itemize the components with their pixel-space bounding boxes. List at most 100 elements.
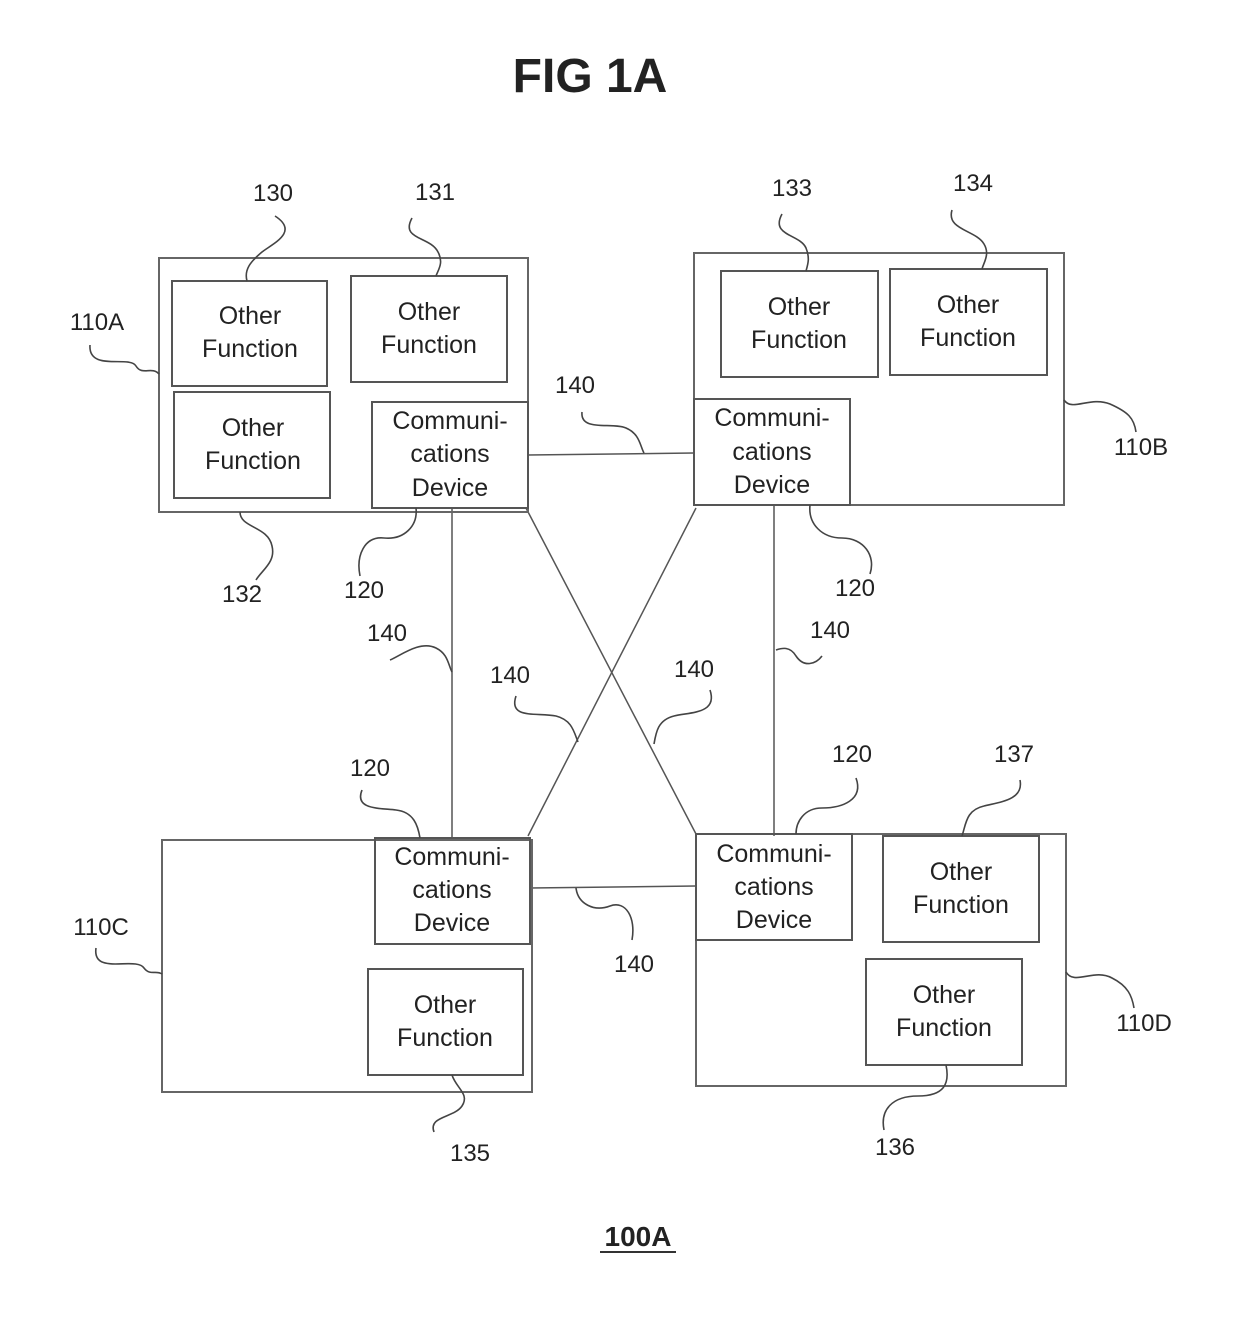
svg-text:OtherFunction: OtherFunction — [913, 858, 1009, 919]
ref-label: 120 — [350, 755, 390, 782]
svg-text:OtherFunction: OtherFunction — [920, 291, 1016, 352]
ref-label: 130 — [253, 180, 293, 207]
ref-label: 110D — [1116, 1010, 1172, 1037]
other-function-box-134: OtherFunction — [890, 269, 1047, 375]
box-label-line: Other — [930, 858, 993, 886]
figure-caption: 100A — [605, 1221, 672, 1252]
leader-line — [582, 412, 644, 453]
svg-text:OtherFunction: OtherFunction — [397, 991, 493, 1052]
other-function-box-135: OtherFunction — [368, 969, 523, 1075]
ref-label: 120 — [344, 577, 384, 604]
ref-label: 135 — [450, 1140, 490, 1167]
box-label-line: Other — [219, 302, 282, 330]
ref-label: 110B — [1114, 434, 1168, 461]
svg-text:OtherFunction: OtherFunction — [751, 293, 847, 354]
leader-line — [515, 696, 578, 742]
svg-text:Communi-cationsDevice: Communi-cationsDevice — [714, 404, 829, 499]
box-label-line: Other — [768, 293, 831, 321]
link-ref-label: 140 — [810, 617, 850, 644]
other-function-box-133: OtherFunction — [721, 271, 878, 377]
comm-device-box: Communi-cationsDevice — [696, 834, 852, 940]
leader-line — [390, 646, 452, 672]
box-label-line: Device — [414, 909, 490, 937]
comm-device-box: Communi-cationsDevice — [375, 838, 530, 944]
box-label-line: Device — [734, 471, 810, 499]
node-110d: Communi-cationsDevice OtherFunction Othe… — [576, 656, 1172, 1161]
leader-line — [1064, 400, 1136, 432]
box-label-line: Other — [222, 414, 285, 442]
box-label-line: Function — [202, 335, 298, 363]
ref-label: 120 — [832, 741, 872, 768]
box-label-line: Device — [736, 906, 812, 934]
figure-title: FIG 1A — [513, 50, 668, 103]
node-110a: OtherFunction OtherFunction OtherFunctio… — [70, 179, 644, 672]
box-label-line: Other — [913, 981, 976, 1009]
other-function-box-132: OtherFunction — [174, 392, 330, 498]
box-label-line: Communi- — [716, 840, 831, 868]
box-label-line: Other — [398, 298, 461, 326]
leader-line — [796, 778, 858, 834]
leader-line — [433, 1075, 464, 1132]
box-label-line: Communi- — [394, 843, 509, 871]
other-function-box-137: OtherFunction — [883, 836, 1039, 942]
leader-line — [951, 210, 986, 269]
ref-label: 133 — [772, 175, 812, 202]
box-label-line: cations — [412, 876, 491, 904]
ref-label: 131 — [415, 179, 455, 206]
leader-line — [1066, 972, 1134, 1008]
leader-line — [962, 780, 1020, 836]
box-label-line: cations — [410, 440, 489, 468]
box-label-line: Other — [937, 291, 1000, 319]
leader-line — [90, 345, 159, 374]
ref-label: 137 — [994, 741, 1034, 768]
box-label-line: Function — [896, 1014, 992, 1042]
svg-text:OtherFunction: OtherFunction — [896, 981, 992, 1042]
leader-line — [96, 948, 162, 974]
box-label-line: Communi- — [392, 407, 507, 435]
box-label-line: Function — [205, 447, 301, 475]
box-label-line: cations — [734, 873, 813, 901]
leader-line — [240, 512, 273, 580]
link-ref-label: 140 — [674, 656, 714, 683]
other-function-box-131: OtherFunction — [351, 276, 507, 382]
node-110c: Communi-cationsDevice OtherFunction 110C… — [73, 662, 578, 1167]
ref-label: 134 — [953, 170, 993, 197]
box-label-line: Function — [381, 331, 477, 359]
svg-text:OtherFunction: OtherFunction — [205, 414, 301, 475]
box-label-line: Communi- — [714, 404, 829, 432]
comm-device-box: Communi-cationsDevice — [372, 402, 528, 508]
ref-label: 120 — [835, 575, 875, 602]
box-label-line: Function — [913, 891, 1009, 919]
leader-line — [883, 1065, 947, 1130]
box-label-line: Function — [397, 1024, 493, 1052]
box-label-line: Function — [920, 324, 1016, 352]
leader-line — [361, 790, 420, 838]
ref-label: 110A — [70, 309, 124, 336]
leader-line — [359, 508, 416, 576]
leader-line — [776, 648, 822, 663]
other-function-box-136: OtherFunction — [866, 959, 1022, 1065]
ref-label: 132 — [222, 581, 262, 608]
svg-text:OtherFunction: OtherFunction — [381, 298, 477, 359]
box-label-line: Other — [414, 991, 477, 1019]
svg-text:Communi-cationsDevice: Communi-cationsDevice — [392, 407, 507, 502]
link-a-b — [528, 453, 694, 455]
leader-line — [246, 216, 285, 281]
leader-line — [779, 214, 808, 271]
box-label-line: Function — [751, 326, 847, 354]
node-110b: OtherFunction OtherFunction Communi-cati… — [694, 170, 1168, 664]
ref-label: 110C — [73, 914, 129, 941]
leader-line — [810, 505, 872, 574]
other-function-box-130: OtherFunction — [172, 281, 327, 386]
ref-label: 136 — [875, 1134, 915, 1161]
comm-device-box: Communi-cationsDevice — [694, 399, 850, 505]
link-c-d — [530, 886, 696, 888]
leader-line — [576, 888, 633, 940]
leader-line — [409, 218, 440, 276]
link-ref-label: 140 — [555, 372, 595, 399]
link-ref-label: 140 — [490, 662, 530, 689]
svg-text:Communi-cationsDevice: Communi-cationsDevice — [716, 840, 831, 934]
svg-text:Communi-cationsDevice: Communi-cationsDevice — [394, 843, 509, 937]
link-ref-label: 140 — [614, 951, 654, 978]
